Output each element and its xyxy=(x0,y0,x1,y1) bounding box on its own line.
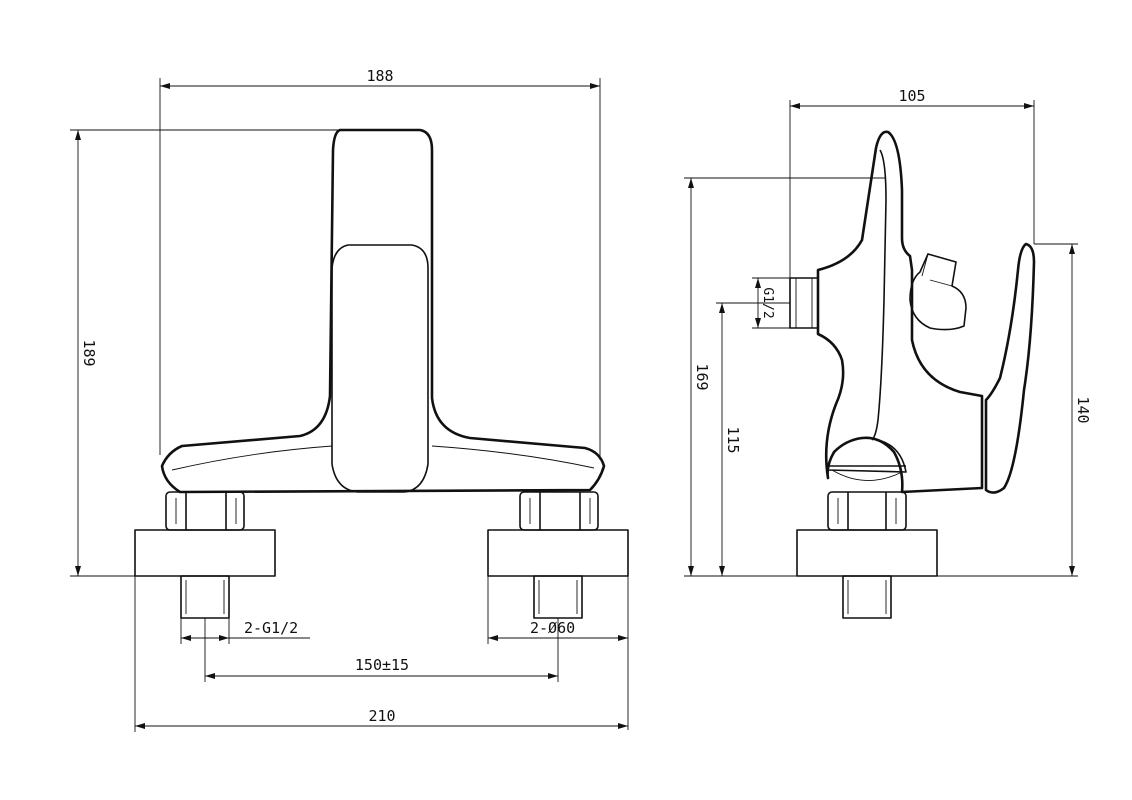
side-flange xyxy=(796,529,938,577)
dim-188-label: 188 xyxy=(366,67,393,85)
dim-center-distance: 150±15 xyxy=(204,618,559,682)
front-left-inlet xyxy=(180,575,230,619)
dim-side-thread-label: G1/2 xyxy=(760,287,775,318)
front-base-ridge xyxy=(171,445,333,471)
side-bottom-inlet xyxy=(842,575,892,619)
dim-115: 115 xyxy=(716,302,790,576)
front-spout xyxy=(160,128,606,494)
front-left-flange xyxy=(134,529,276,577)
front-spout-outlet xyxy=(331,244,429,493)
side-inlet-stub xyxy=(789,277,819,329)
side-lever xyxy=(984,242,1036,494)
dim-169-label: 169 xyxy=(693,363,711,390)
side-lever-knob xyxy=(909,253,967,331)
front-right-flange xyxy=(487,529,629,577)
side-dome-cap xyxy=(827,437,907,481)
front-left-hex-nut xyxy=(165,491,245,531)
dim-210: 210 xyxy=(134,576,628,732)
front-base-ridge-right xyxy=(431,445,595,469)
side-spout-body xyxy=(816,130,984,494)
dim-188: 188 xyxy=(159,67,601,460)
dim-140: 140 xyxy=(937,243,1092,577)
front-right-hex-nut xyxy=(519,491,599,531)
dim-side-thread: G1/2 xyxy=(752,277,790,329)
front-view: 188 189 2-G1/2 2-Ø60 xyxy=(70,67,629,732)
dim-189: 189 xyxy=(70,129,340,577)
front-right-inlet xyxy=(533,575,583,619)
dim-center-distance-label: 150±15 xyxy=(355,656,409,674)
dim-189-label: 189 xyxy=(80,339,98,366)
dim-flange-diameter: 2-Ø60 xyxy=(487,576,629,730)
dim-inlet-thread: 2-G1/2 xyxy=(180,618,310,644)
side-hex-nut xyxy=(827,491,907,531)
side-spout-inner xyxy=(871,149,887,441)
dim-105-label: 105 xyxy=(898,87,925,105)
dim-105: 105 xyxy=(789,87,1035,278)
dim-inlet-thread-label: 2-G1/2 xyxy=(244,619,298,637)
dim-140-label: 140 xyxy=(1074,396,1092,423)
side-view: 105 169 115 G1/2 xyxy=(684,87,1092,619)
dim-169: 169 xyxy=(684,177,886,577)
dim-115-label: 115 xyxy=(724,426,742,453)
dim-flange-diameter-label: 2-Ø60 xyxy=(530,619,575,637)
dim-210-label: 210 xyxy=(368,707,395,725)
